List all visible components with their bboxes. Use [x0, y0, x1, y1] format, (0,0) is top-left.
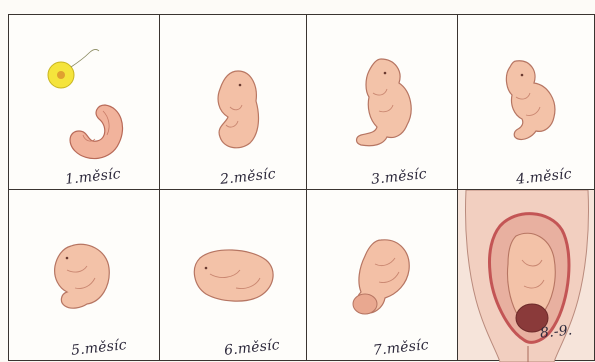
fetus-month-3	[357, 59, 412, 146]
stage-4-illustration	[458, 15, 595, 191]
stage-1-illustration	[9, 15, 161, 191]
stage-3-panel: 3.měsíc	[306, 14, 458, 190]
stage-8-9-label: 8.-9.	[539, 322, 573, 341]
stage-2-panel: 2.měsíc	[159, 14, 307, 190]
fetus-month-4	[506, 61, 555, 140]
stage-6-illustration	[160, 190, 308, 362]
stage-5-illustration	[9, 190, 161, 362]
stage-6-panel: 6.měsíc	[159, 189, 307, 361]
stage-7-illustration	[307, 190, 459, 362]
stage-8-9-panel: 8.-9.	[457, 189, 595, 361]
stage-2-illustration	[160, 15, 308, 191]
embryo-month-1	[70, 105, 122, 159]
fetus-month-5	[55, 244, 110, 308]
stage-5-panel: 5.měsíc	[8, 189, 160, 361]
stage-3-illustration	[307, 15, 459, 191]
stage-1-panel: 1.měsíc	[8, 14, 160, 190]
stage-7-panel: 7.měsíc	[306, 189, 458, 361]
stage-8-9-illustration	[458, 190, 595, 362]
sperm-tail	[71, 49, 99, 67]
stage-4-panel: 4.měsíc	[457, 14, 595, 190]
